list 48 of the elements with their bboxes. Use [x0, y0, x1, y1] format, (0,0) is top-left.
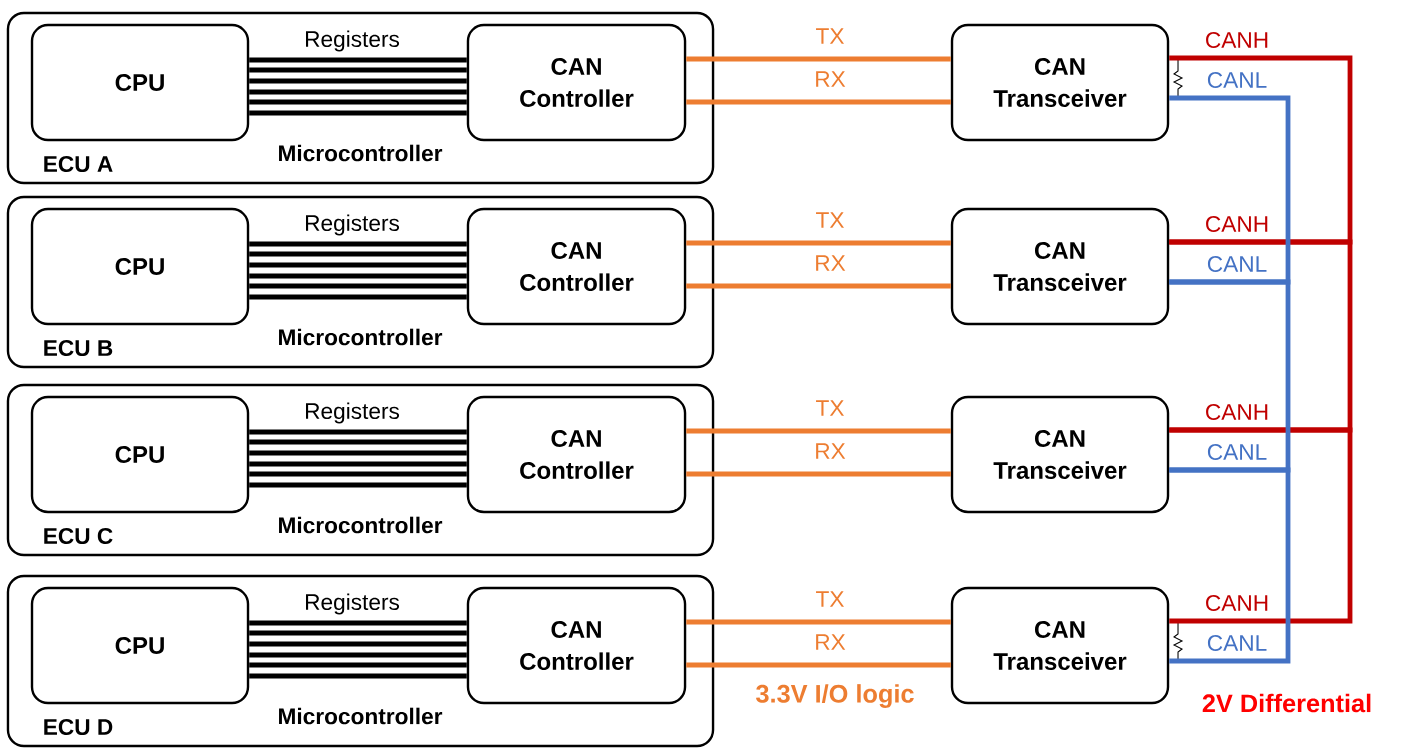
edge-label: Registers	[306, 593, 400, 615]
edge-label: TX	[816, 212, 844, 228]
signal-name: CANH	[1206, 216, 1268, 233]
controller-box: CAN Controller	[466, 23, 687, 142]
signal-name: CANH	[1206, 404, 1268, 421]
note-text: 2V Differential	[1202, 693, 1371, 713]
signal-name: CANL	[1207, 635, 1267, 652]
edge-label: RX	[816, 634, 846, 650]
controller-box: CAN Controller	[466, 395, 687, 514]
cpu-box: CPU	[30, 586, 250, 705]
edge-label: TX	[816, 400, 844, 416]
register-bus	[246, 429, 470, 488]
cpu-box: CPU	[30, 395, 250, 514]
register-bus	[246, 57, 470, 116]
edge-label: TX	[816, 28, 844, 44]
edge-label: TX	[816, 591, 844, 607]
transceiver-box: CAN Transceiver	[950, 586, 1170, 705]
signal-line	[686, 471, 951, 477]
edge-label: Registers	[306, 30, 400, 52]
transceiver-box: CAN Transceiver	[950, 207, 1170, 326]
note-text: 3.3V I/O logic	[756, 684, 914, 708]
edge-label: RX	[816, 71, 846, 87]
signal-name: CANL	[1207, 444, 1267, 461]
signal-line	[686, 619, 951, 625]
signal-line	[686, 283, 951, 289]
signal-name: CANL	[1207, 256, 1267, 273]
cpu-box: CPU	[30, 207, 250, 326]
transceiver-box: CAN Transceiver	[950, 395, 1170, 514]
signal-name: CANH	[1206, 32, 1268, 49]
register-bus	[246, 620, 470, 679]
signal-line	[686, 662, 951, 668]
signal-line	[686, 240, 951, 246]
register-bus	[246, 241, 470, 300]
signal-name: CANL	[1207, 72, 1267, 89]
edge-label: Registers	[306, 402, 400, 424]
edge-label: Registers	[306, 214, 400, 236]
signal-line	[686, 56, 951, 62]
signal-name: CANH	[1206, 595, 1268, 612]
controller-box: CAN Controller	[466, 207, 687, 326]
controller-box: CAN Controller	[466, 586, 687, 705]
transceiver-box: CAN Transceiver	[950, 23, 1170, 142]
edge-label: RX	[816, 443, 846, 459]
bus-line	[1169, 427, 1353, 624]
signal-line	[686, 99, 951, 105]
bus-line	[1169, 467, 1291, 664]
edge-label: RX	[816, 255, 846, 271]
cpu-box: CPU	[30, 23, 250, 142]
signal-line	[686, 428, 951, 434]
